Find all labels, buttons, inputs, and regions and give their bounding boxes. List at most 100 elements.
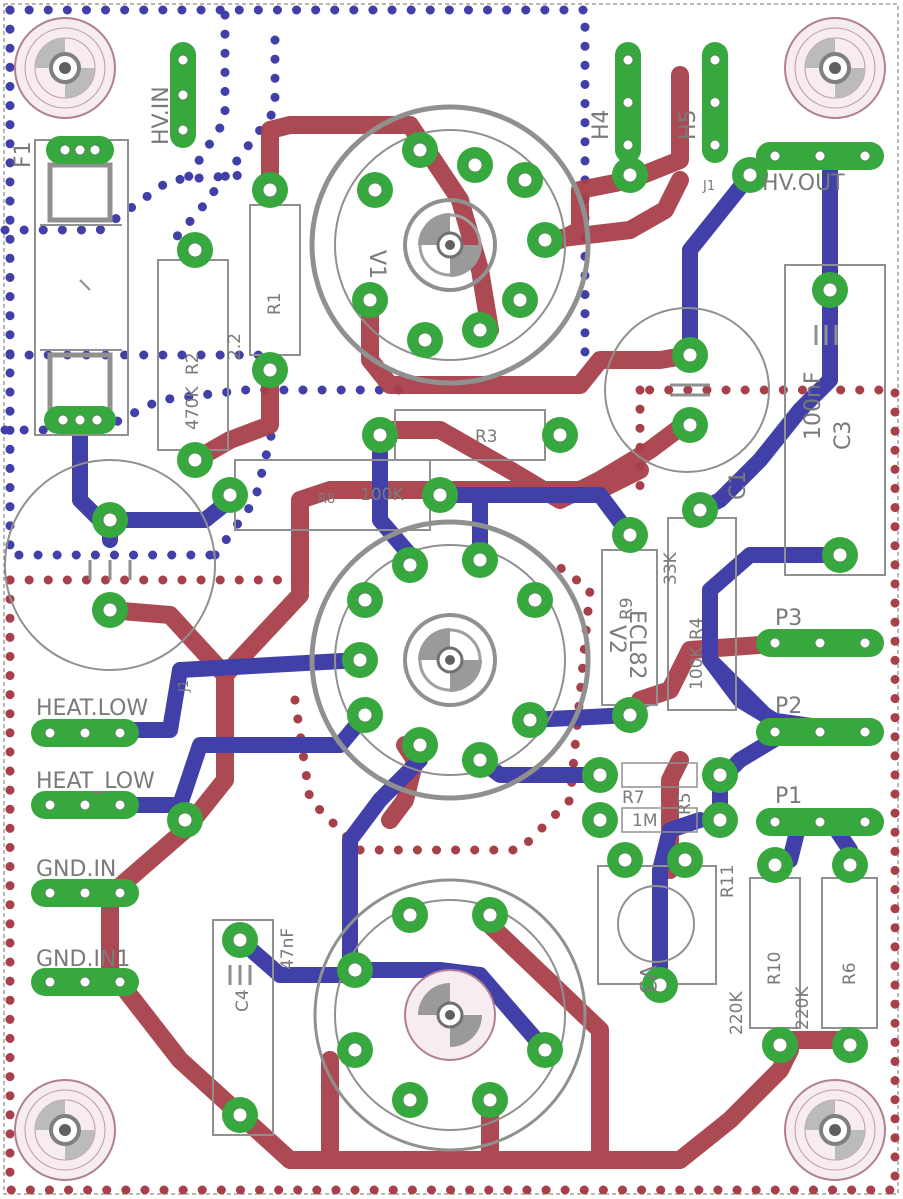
pad-drill bbox=[769, 726, 781, 738]
label-c3-value: 100nF bbox=[801, 371, 826, 440]
label-r10: R10 bbox=[765, 952, 785, 985]
pad-drill bbox=[372, 427, 388, 443]
pad-drill bbox=[712, 812, 728, 828]
label-r8: R8 bbox=[318, 492, 335, 507]
pad-drill bbox=[177, 54, 189, 66]
pad-drill bbox=[814, 816, 826, 828]
pad-drill bbox=[859, 726, 871, 738]
pad-drill bbox=[262, 182, 278, 198]
pad-drill bbox=[652, 977, 668, 993]
v2-socket-outline bbox=[309, 519, 591, 801]
mount-hole-top-right bbox=[784, 17, 886, 119]
pad-drill bbox=[357, 592, 373, 608]
label-hv-in: HV.IN bbox=[149, 86, 174, 145]
pad-drill bbox=[537, 1042, 553, 1058]
pad-drill bbox=[79, 727, 91, 739]
label-r9: R9 bbox=[617, 597, 637, 620]
silkscreen bbox=[4, 104, 886, 1152]
label-heat-low-1: HEAT.LOW bbox=[36, 696, 148, 721]
c4-outline bbox=[212, 919, 274, 1136]
pad-drill bbox=[709, 97, 721, 108]
r7-outline bbox=[621, 807, 698, 833]
pad-drill bbox=[187, 242, 203, 258]
pad-drill bbox=[412, 142, 428, 158]
pad-drill bbox=[537, 232, 553, 248]
pad-drill bbox=[114, 976, 126, 988]
pad-drill bbox=[79, 887, 91, 899]
top-traces bbox=[52, 152, 858, 1058]
label-r2-value: 470K bbox=[183, 386, 203, 430]
pad-drill bbox=[859, 150, 871, 162]
label-gnd-in1: GND.IN1 bbox=[36, 947, 130, 972]
pad-drill bbox=[352, 652, 368, 668]
pad-drill bbox=[177, 812, 193, 828]
label-r10-value: 220K bbox=[727, 991, 747, 1035]
pad-drill bbox=[622, 139, 634, 151]
pad-drill bbox=[114, 887, 126, 899]
label-p3: P3 bbox=[775, 606, 802, 631]
label-c1: C1 bbox=[726, 471, 751, 500]
pad-drill bbox=[682, 347, 698, 363]
pad-drill bbox=[114, 799, 126, 811]
pad-drill bbox=[367, 182, 383, 198]
label-hv-out: HV.OUT bbox=[762, 171, 845, 196]
label-r3-value: 100K bbox=[360, 485, 404, 505]
pad-drill bbox=[859, 637, 871, 649]
pad-drill bbox=[57, 414, 69, 426]
pad-drill bbox=[187, 452, 203, 468]
label-v3: V3 bbox=[634, 965, 659, 994]
r1-outline bbox=[249, 204, 301, 356]
pad-drill bbox=[222, 487, 238, 503]
pad-drill bbox=[712, 767, 728, 783]
pad-drill bbox=[622, 167, 638, 183]
pad-drill bbox=[402, 907, 418, 923]
pad-drill bbox=[102, 602, 118, 618]
pad-drill bbox=[89, 144, 101, 156]
pad-drill bbox=[74, 414, 86, 426]
pad-drill bbox=[859, 816, 871, 828]
pad-drill bbox=[592, 812, 608, 828]
label-r7: R7 bbox=[622, 788, 645, 808]
pad-drill bbox=[552, 427, 568, 443]
label-h5: H5 bbox=[676, 109, 701, 140]
pad-drill bbox=[347, 1042, 363, 1058]
pad-drill bbox=[769, 816, 781, 828]
r5-outline bbox=[621, 762, 698, 788]
pad-drill bbox=[44, 887, 56, 899]
pad-drill bbox=[842, 1037, 858, 1053]
pad-drill bbox=[232, 1107, 248, 1123]
pad-drill bbox=[767, 857, 783, 873]
label-r6: R6 bbox=[840, 962, 860, 985]
pad-drill bbox=[472, 322, 488, 338]
pad-drill bbox=[91, 414, 103, 426]
pad-drill bbox=[814, 150, 826, 162]
pad-drill bbox=[432, 487, 448, 503]
mounting-holes bbox=[14, 17, 886, 1181]
label-r4-value: 100K bbox=[687, 646, 707, 690]
label-r11: R11 bbox=[718, 865, 738, 898]
mount-hole-bottom-left bbox=[14, 1079, 116, 1181]
pad-drill bbox=[357, 707, 373, 723]
pad-drill bbox=[814, 726, 826, 738]
pad-drill bbox=[74, 144, 86, 156]
pad-drill bbox=[709, 54, 721, 66]
label-r9-value: 33K bbox=[661, 551, 681, 585]
pad-drill bbox=[362, 292, 378, 308]
pad-drill bbox=[347, 962, 363, 978]
v3-socket-outline bbox=[313, 878, 587, 1152]
label-r7-value: 1M bbox=[632, 811, 657, 831]
pad-drill bbox=[44, 976, 56, 988]
pad-drill bbox=[822, 282, 838, 298]
c3-outline bbox=[784, 264, 886, 576]
label-j1-short: J1 bbox=[177, 680, 192, 693]
pad-drill bbox=[769, 637, 781, 649]
label-v2: V2 bbox=[604, 625, 629, 654]
pad-drill bbox=[709, 139, 721, 151]
label-j1: J1 bbox=[702, 179, 715, 194]
label-r6-value: 220K bbox=[793, 986, 813, 1030]
pad-drill bbox=[772, 1037, 788, 1053]
pad-drill bbox=[692, 502, 708, 518]
pad-drill bbox=[44, 799, 56, 811]
pad-drill bbox=[412, 737, 428, 753]
